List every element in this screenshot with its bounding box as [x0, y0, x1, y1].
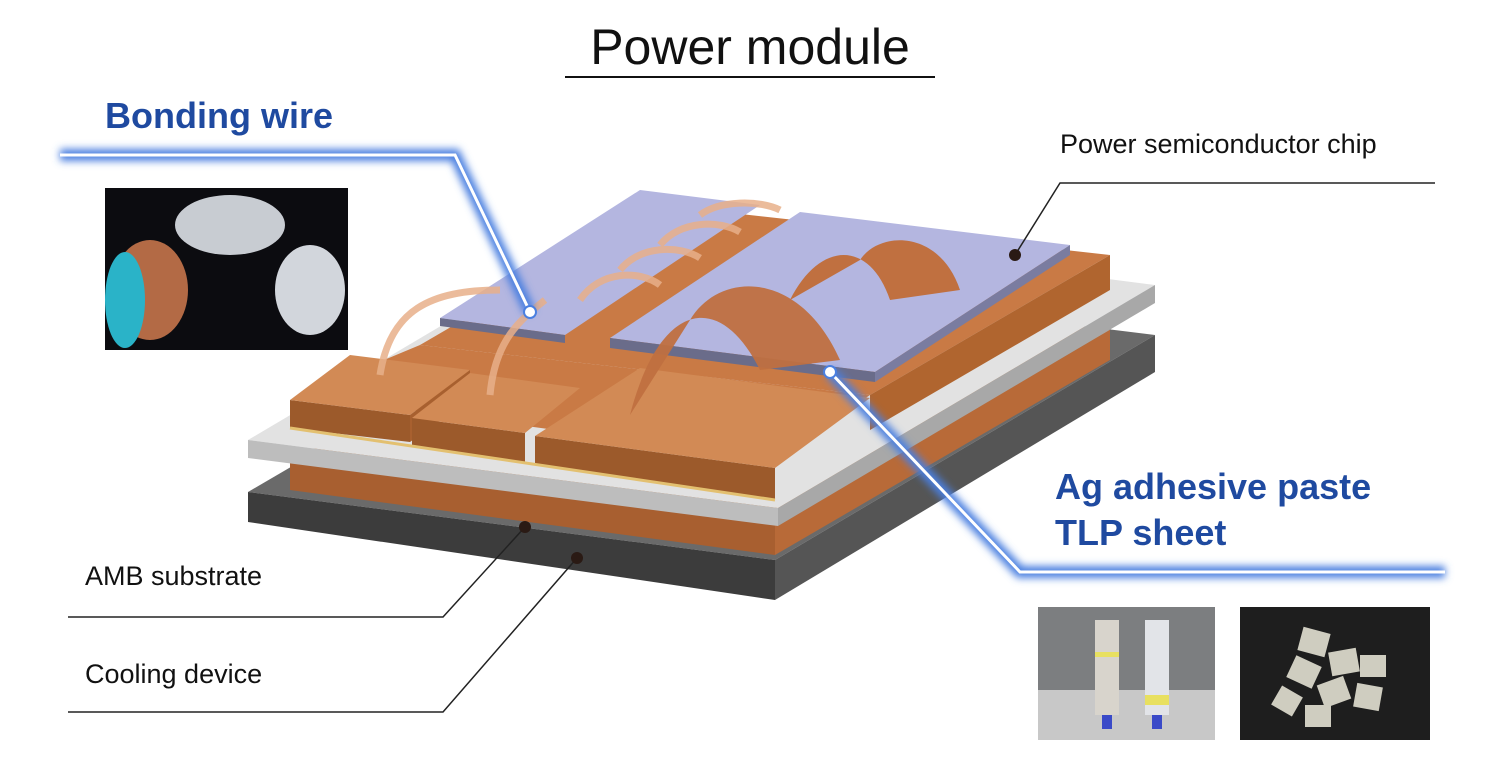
bonding-wire-leader: [60, 149, 537, 319]
bonding-wires: [376, 199, 782, 396]
amb-leader: [68, 521, 531, 618]
bonding-wire-label: Bonding wire: [105, 95, 333, 136]
chip-leader: [1009, 182, 1435, 261]
ag-paste-leader: [823, 365, 1445, 578]
bonding-wire-spools-photo: [105, 188, 348, 350]
tlp-sheet-label: TLP sheet: [1055, 512, 1227, 553]
amb-substrate-label: AMB substrate: [85, 561, 263, 591]
ribbon-bonds: [630, 240, 960, 415]
page-title: Power module: [565, 18, 935, 78]
tlp-sheet-photo: [1240, 607, 1430, 740]
cooling-device-label: Cooling device: [85, 659, 263, 689]
ag-paste-syringes-photo: [1038, 607, 1215, 740]
chip-label: Power semiconductor chip: [1060, 129, 1377, 159]
cooling-leader: [68, 552, 583, 713]
ag-paste-label: Ag adhesive paste: [1055, 466, 1372, 507]
